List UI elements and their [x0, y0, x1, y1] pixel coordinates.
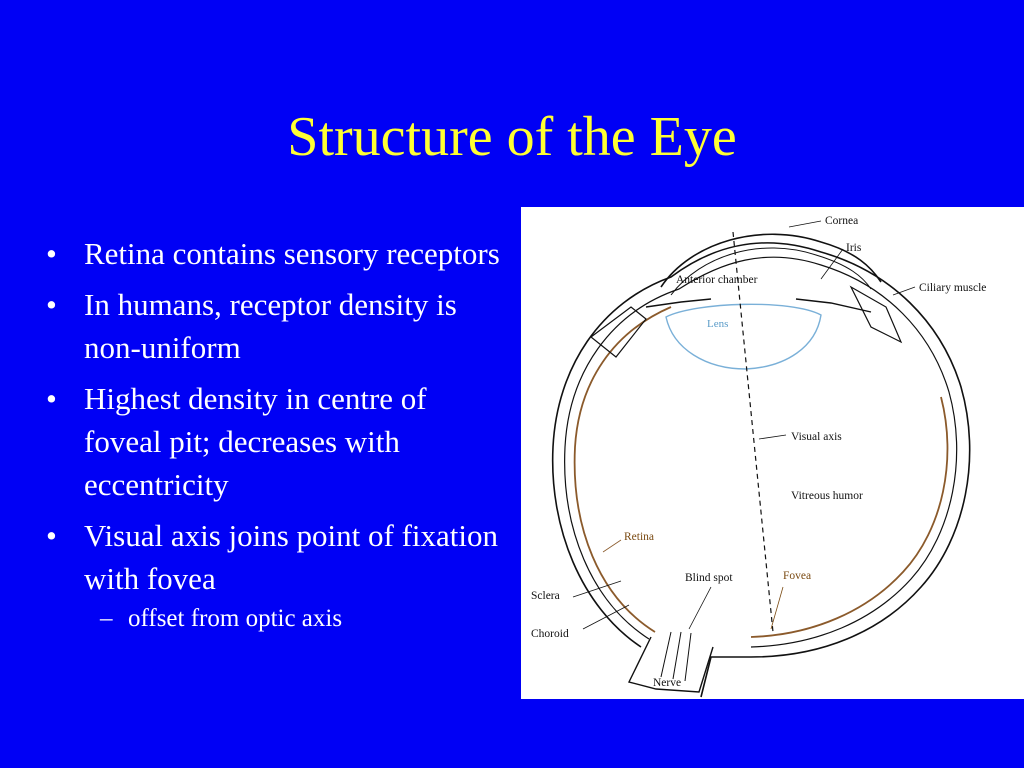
- sub-bullet-text: offset from optic axis: [128, 605, 343, 632]
- label-retina: Retina: [624, 531, 654, 543]
- eye-diagram-svg: Cornea Iris Anterior chamber Ciliary mus…: [531, 215, 986, 698]
- label-sclera: Sclera: [531, 590, 560, 602]
- bullet-list: • Retina contains sensory receptors • In h…: [40, 232, 510, 644]
- ciliary-right: [849, 285, 903, 344]
- bullet-text: Visual axis joins point of fixation with…: [84, 518, 499, 596]
- label-fovea: Fovea: [783, 570, 811, 582]
- bullet-text: Highest density in centre of foveal pit;…: [84, 381, 427, 502]
- ciliary-left: [590, 306, 647, 358]
- label-cornea: Cornea: [825, 215, 858, 227]
- bullet-item: • In humans, receptor density is non-unif…: [40, 283, 510, 369]
- blind-spot-leader: [688, 586, 712, 630]
- nerve-fibre: [672, 631, 682, 680]
- eye-diagram: Cornea Iris Anterior chamber Ciliary mus…: [521, 207, 1024, 699]
- sub-bullet-item: –offset from optic axis: [40, 602, 510, 636]
- retina-leader: [602, 539, 622, 553]
- cornea-outline: [660, 233, 882, 288]
- visual-axis-line: [732, 231, 774, 633]
- label-nerve: Nerve: [653, 677, 681, 689]
- bullet-item: • Highest density in centre of foveal pit…: [40, 377, 510, 506]
- label-anterior-chamber: Anterior chamber: [676, 274, 758, 286]
- bullet-glyph: •: [46, 381, 57, 416]
- cornea-inner: [670, 247, 872, 296]
- slide-title: Structure of the Eye: [287, 106, 737, 168]
- bullet-glyph: •: [46, 236, 57, 271]
- choroid-leader: [582, 604, 630, 630]
- cornea-leader: [788, 220, 822, 228]
- optic-nerve: [627, 636, 714, 693]
- label-ciliary-muscle: Ciliary muscle: [919, 282, 986, 294]
- label-vitreous-humor: Vitreous humor: [791, 490, 863, 502]
- label-blind-spot: Blind spot: [685, 572, 733, 584]
- retina-line: [573, 306, 949, 638]
- sub-bullet-glyph: –: [100, 605, 113, 632]
- choroid-outline: [564, 256, 958, 648]
- iris-right: [795, 298, 872, 313]
- bullet-item: • Retina contains sensory receptors: [40, 232, 510, 275]
- bullet-glyph: •: [46, 287, 57, 322]
- visual-axis-leader: [758, 434, 787, 440]
- sclera-leader: [572, 580, 622, 598]
- iris-leader: [820, 248, 844, 280]
- nerve-fibre: [660, 631, 672, 678]
- bullet-text: In humans, receptor density is non-unifo…: [84, 287, 457, 365]
- bullet-item: • Visual axis joins point of fixation wit…: [40, 514, 510, 600]
- label-iris: Iris: [846, 242, 862, 254]
- ciliary-leader: [892, 286, 916, 296]
- sclera-outline: [551, 242, 971, 698]
- label-choroid: Choroid: [531, 628, 569, 640]
- nerve-fibre: [684, 632, 692, 682]
- bullet-text: Retina contains sensory receptors: [84, 236, 500, 271]
- fovea-leader: [770, 586, 784, 630]
- lens-shape: [665, 303, 822, 370]
- label-visual-axis: Visual axis: [791, 431, 842, 443]
- label-lens: Lens: [707, 318, 728, 330]
- iris-left: [645, 298, 712, 308]
- bullet-glyph: •: [46, 518, 57, 553]
